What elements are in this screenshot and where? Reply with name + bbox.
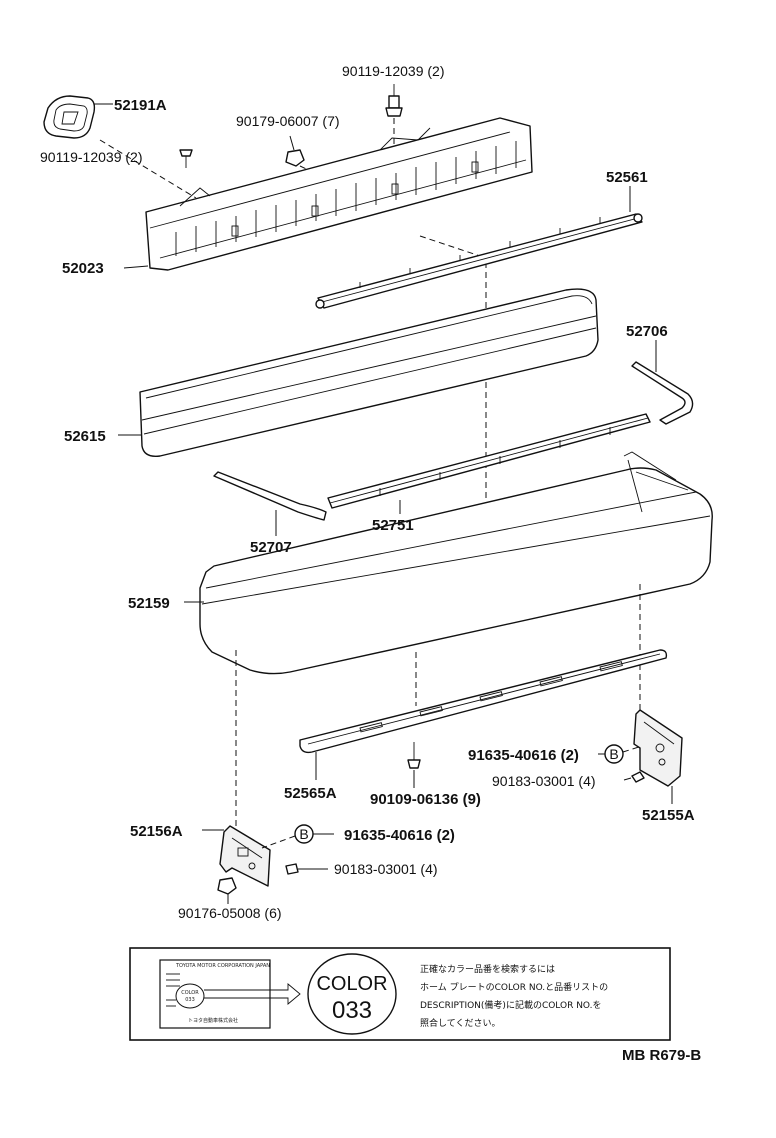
emblem-52191a <box>43 95 96 139</box>
screw-90109 <box>407 742 421 769</box>
label-91635-left: 91635-40616 (2) <box>344 827 455 844</box>
label-90183-left: 90183-03001 (4) <box>334 861 438 877</box>
label-52156a: 52156A <box>130 823 183 840</box>
note-line-1: 正確なカラー品番を検索するには <box>420 963 555 975</box>
retainer-52561 <box>315 213 643 309</box>
color-word: COLOR <box>316 973 387 995</box>
label-90183-right: 90183-03001 (4) <box>492 773 596 789</box>
color-circle <box>307 953 397 1035</box>
label-52707: 52707 <box>250 539 292 556</box>
plate-footer: トヨタ自動車株式会社 <box>188 1017 238 1024</box>
label-90109: 90109-06136 (9) <box>370 791 481 808</box>
figure-reference: MB R679-B <box>622 1047 701 1064</box>
moulding-52706 <box>631 361 694 425</box>
plate-color-word: COLOR <box>181 990 199 996</box>
b-marker-right-text: B <box>609 746 618 762</box>
reinforcement-52565a <box>299 649 668 754</box>
bracket-52155a <box>633 709 683 787</box>
nut-90176 <box>217 877 237 895</box>
label-52706: 52706 <box>626 323 668 340</box>
label-90179: 90179-06007 (7) <box>236 113 340 129</box>
nut-90179 <box>285 149 305 167</box>
label-52023: 52023 <box>62 260 104 277</box>
label-52561: 52561 <box>606 169 648 186</box>
plate-header: TOYOTA MOTOR CORPORATION JAPAN <box>175 963 270 969</box>
moulding-52707 <box>213 471 327 521</box>
moulding-52751 <box>327 413 651 509</box>
color-note-box: TOYOTA MOTOR CORPORATION JAPAN COLOR 033… <box>129 947 671 1041</box>
bumper-cover-52615 <box>139 288 599 457</box>
note-line-4: 照合してください。 <box>420 1017 500 1029</box>
label-52155a: 52155A <box>642 807 695 824</box>
label-91635-right: 91635-40616 (2) <box>468 747 579 764</box>
arrow-icon <box>204 983 301 1005</box>
color-code: 033 <box>332 997 372 1024</box>
screw-90119-left <box>179 149 193 168</box>
label-90119-left: 90119-12039 (2) <box>40 149 142 165</box>
label-52565a: 52565A <box>284 785 337 802</box>
home-plate: TOYOTA MOTOR CORPORATION JAPAN COLOR 033… <box>159 959 271 1029</box>
screw-90119-top <box>385 84 403 117</box>
label-90119-top: 90119-12039 (2) <box>342 63 444 79</box>
reinforcement-52023 <box>145 117 533 271</box>
plate-color-code: 033 <box>185 997 195 1003</box>
note-line-2: ホーム プレートのCOLOR NO.と品番リストの <box>420 981 608 993</box>
label-52159: 52159 <box>128 595 170 612</box>
b-marker-left-text: B <box>299 826 308 842</box>
bumper-body-52159 <box>199 451 713 675</box>
label-52191a: 52191A <box>114 97 167 114</box>
label-52615: 52615 <box>64 428 106 445</box>
clip-90183-right <box>631 771 645 783</box>
note-line-3: DESCRIPTION(備考)に記載のCOLOR NO.を <box>420 999 602 1011</box>
bracket-52156a <box>219 825 271 887</box>
label-52751: 52751 <box>372 517 414 534</box>
clip-90183-left <box>285 863 299 875</box>
label-90176: 90176-05008 (6) <box>178 905 282 921</box>
